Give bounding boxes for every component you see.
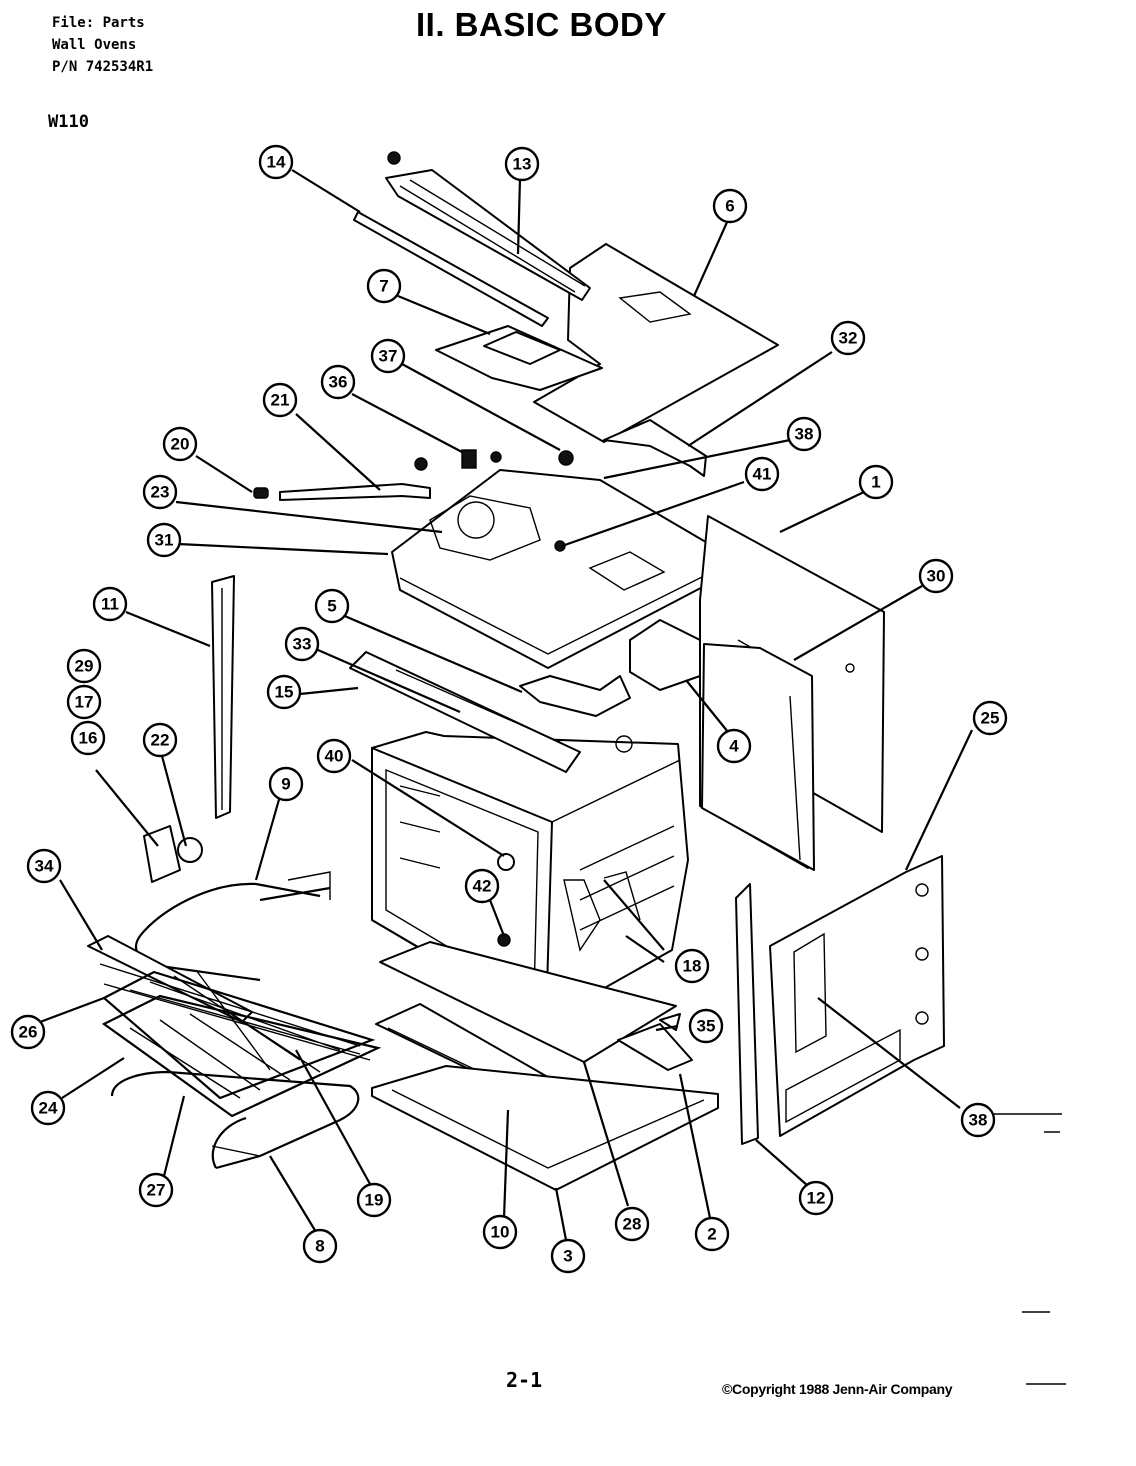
- svg-text:38: 38: [795, 425, 814, 444]
- callout-15: 15: [266, 674, 302, 710]
- callout-28: 28: [614, 1206, 650, 1242]
- callout-25: 25: [972, 700, 1008, 736]
- svg-text:36: 36: [329, 373, 348, 392]
- svg-text:42: 42: [473, 877, 492, 896]
- callout-36: 36: [320, 364, 356, 400]
- callout-42: 42: [464, 868, 500, 904]
- callout-30: 30: [918, 558, 954, 594]
- callout-29: 29: [66, 648, 102, 684]
- svg-text:6: 6: [725, 197, 734, 216]
- callout-35: 35: [688, 1008, 724, 1044]
- svg-text:8: 8: [315, 1237, 324, 1256]
- svg-text:37: 37: [379, 347, 398, 366]
- callout-22: 22: [142, 722, 178, 758]
- callout-37: 37: [370, 338, 406, 374]
- callout-33: 33: [284, 626, 320, 662]
- model-number: W110: [48, 112, 89, 132]
- svg-text:23: 23: [151, 483, 170, 502]
- callout-10: 10: [482, 1214, 518, 1250]
- callout-17: 17: [66, 684, 102, 720]
- svg-text:9: 9: [281, 775, 290, 794]
- svg-text:40: 40: [325, 747, 344, 766]
- page-title: II. BASIC BODY: [416, 6, 667, 43]
- svg-text:12: 12: [807, 1189, 826, 1208]
- svg-text:17: 17: [75, 693, 94, 712]
- callout-9: 9: [268, 766, 304, 802]
- part-drawing: [87, 151, 1066, 1385]
- svg-text:20: 20: [171, 435, 190, 454]
- svg-text:26: 26: [19, 1023, 38, 1042]
- callout-6: 6: [712, 188, 748, 224]
- svg-text:16: 16: [79, 729, 98, 748]
- svg-text:25: 25: [981, 709, 1000, 728]
- callout-3: 3: [550, 1238, 586, 1274]
- callout-2: 2: [694, 1216, 730, 1252]
- callout-19: 19: [356, 1182, 392, 1218]
- callout-5: 5: [314, 588, 350, 624]
- svg-text:15: 15: [275, 683, 294, 702]
- svg-text:30: 30: [927, 567, 946, 586]
- callout-12: 12: [798, 1180, 834, 1216]
- callout-7: 7: [366, 268, 402, 304]
- callout-23: 23: [142, 474, 178, 510]
- svg-text:35: 35: [697, 1017, 716, 1036]
- callout-34: 34: [26, 848, 62, 884]
- callout-14: 14: [258, 144, 294, 180]
- svg-text:7: 7: [379, 277, 388, 296]
- svg-text:10: 10: [491, 1223, 510, 1242]
- svg-text:33: 33: [293, 635, 312, 654]
- svg-text:2: 2: [707, 1225, 716, 1244]
- callout-13: 13: [504, 146, 540, 182]
- svg-text:24: 24: [39, 1099, 58, 1118]
- svg-text:4: 4: [729, 737, 739, 756]
- svg-text:41: 41: [753, 465, 772, 484]
- callout-16: 16: [70, 720, 106, 756]
- copyright-notice: ©Copyright 1988 Jenn-Air Company: [722, 1381, 953, 1397]
- callout-18: 18: [674, 948, 710, 984]
- callout-38-top: 38: [786, 416, 822, 452]
- svg-text:21: 21: [271, 391, 290, 410]
- callout-26: 26: [10, 1014, 46, 1050]
- svg-text:1: 1: [871, 473, 880, 492]
- callout-1: 1: [858, 464, 894, 500]
- callout-21: 21: [262, 382, 298, 418]
- svg-text:19: 19: [365, 1191, 384, 1210]
- callout-8: 8: [302, 1228, 338, 1264]
- callout-20: 20: [162, 426, 198, 462]
- svg-text:3: 3: [563, 1247, 572, 1266]
- svg-text:27: 27: [147, 1181, 166, 1200]
- callout-32: 32: [830, 320, 866, 356]
- svg-text:18: 18: [683, 957, 702, 976]
- svg-text:38: 38: [969, 1111, 988, 1130]
- callout-4: 4: [716, 728, 752, 764]
- file-info: File: Parts Wall Ovens P/N 742534R1: [52, 12, 153, 78]
- leader-lines: [39, 169, 973, 1241]
- callout-41: 41: [744, 456, 780, 492]
- callout-31: 31: [146, 522, 182, 558]
- part-number-line: P/N 742534R1: [52, 59, 154, 75]
- file-line: File: Parts: [52, 15, 145, 31]
- svg-text:22: 22: [151, 731, 170, 750]
- svg-text:14: 14: [267, 153, 286, 172]
- svg-text:11: 11: [101, 595, 119, 614]
- svg-text:28: 28: [623, 1215, 642, 1234]
- svg-text:32: 32: [839, 329, 858, 348]
- callout-27: 27: [138, 1172, 174, 1208]
- callout-11: 11: [92, 586, 128, 622]
- svg-text:13: 13: [513, 155, 532, 174]
- callout-38-side: 38: [960, 1102, 996, 1138]
- svg-text:29: 29: [75, 657, 94, 676]
- svg-text:5: 5: [327, 597, 336, 616]
- callout-24: 24: [30, 1090, 66, 1126]
- category-line: Wall Ovens: [52, 37, 137, 53]
- callout-40: 40: [316, 738, 352, 774]
- svg-text:31: 31: [155, 531, 174, 550]
- page-number: 2-1: [506, 1368, 543, 1392]
- svg-text:34: 34: [35, 857, 54, 876]
